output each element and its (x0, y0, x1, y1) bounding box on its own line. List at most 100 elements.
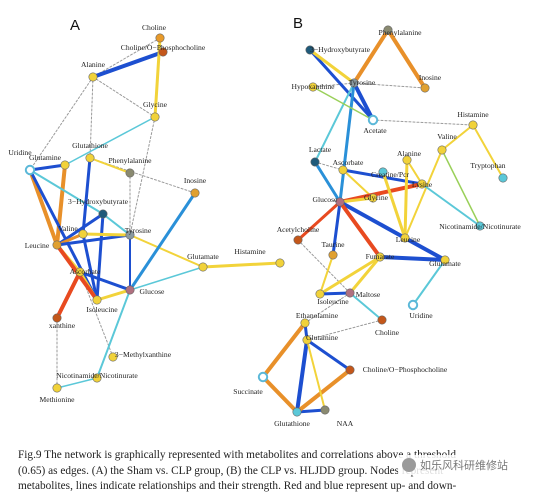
edge-glutamate-histamine (201, 261, 282, 269)
edge-valine-tyrosine (81, 232, 132, 237)
node-tyrosine (125, 230, 135, 240)
node-choline (155, 33, 165, 43)
node-label-nicotinamide: Nicotinamide/Nicotinurate (439, 222, 521, 231)
node-label-inosine: Inosine (419, 73, 442, 82)
panel-a-network: CholineCholine/O−PhosphocholineAlanineGl… (8, 23, 285, 404)
node-label-uridine: Uridine (8, 148, 32, 157)
node-leucine (52, 240, 62, 250)
edge-phenylalanine-tyrosine (352, 28, 390, 85)
node-glycine (150, 112, 160, 122)
edge-hydroxybutyrate-tyrosine (102, 213, 131, 236)
node-lactate (310, 157, 320, 167)
edge-glucose-glycine (338, 196, 375, 204)
caption-line-1: Fig.9 The network is graphically represe… (18, 449, 457, 461)
node-label-leucine: Leucine (25, 241, 50, 250)
node-label-choline: Choline (142, 23, 167, 32)
edge-valine-isoleucine (81, 232, 99, 302)
edge-histamine-tryptophan (472, 124, 504, 179)
edge-taurine-isoleucine (319, 254, 334, 295)
panel-a-label: A (70, 17, 80, 34)
edge-histamine-valine (441, 124, 474, 151)
node-methylxanthine (108, 352, 118, 362)
edge-valine-nicotinamide (441, 149, 481, 227)
panel-b-network: Phenylalanine3−HydroxybutyrateHypoxanthi… (233, 25, 521, 428)
edge-glutamine-uridine (28, 163, 67, 172)
node-valine (78, 229, 88, 239)
node-phenylalanine (383, 25, 393, 35)
node-leucine (400, 233, 410, 243)
edge-choline_op-alanine (91, 50, 165, 79)
edge-alanine-glutathione (89, 76, 94, 159)
edge-isoleucine-glucose (95, 288, 132, 302)
node-acetate (367, 114, 379, 126)
edge-hydroxybutyrate-leucine (55, 212, 105, 247)
node-tyrosine (349, 78, 359, 88)
edge-glutamine-naa (306, 339, 326, 411)
node-valine (437, 145, 447, 155)
node-label-lactate: Lactate (309, 145, 332, 154)
node-glutamine (302, 335, 312, 345)
edge-ascorbate-xanthine (55, 270, 82, 320)
node-label-glucose: Glucose (313, 195, 339, 204)
edge-uridine-hydroxybutyrate (29, 169, 104, 215)
edge-glycine-glutamine (64, 116, 156, 166)
node-label-naa: NAA (337, 419, 354, 428)
edge-acetylcholine-glucose (296, 200, 342, 242)
node-label-histamine: Histamine (234, 247, 266, 256)
edge-tyrosine-glucose (338, 81, 356, 204)
node-maltose (345, 288, 355, 298)
node-label-taurine: Taurine (321, 240, 345, 249)
caption-line-2: (0.65) as edges. (A) the Sham vs. CLP gr… (18, 464, 444, 477)
node-alanine (402, 155, 412, 165)
node-hydroxybutyrate (305, 45, 315, 55)
node-ascorbate (75, 267, 85, 277)
node-label-hypoxanthine: Hypoxanthine (291, 82, 335, 91)
node-label-fumarate: Fumarate (366, 252, 395, 261)
node-ascorbate (338, 165, 348, 175)
edge-tyrosine-glutamate (129, 234, 204, 268)
edge-glucose-leucine (338, 200, 407, 240)
network-figure: CholineCholine/O−PhosphocholineAlanineGl… (8, 15, 521, 428)
node-label-glutamate: Glutamate (187, 252, 219, 261)
edge-phenylalanine-inosine (386, 28, 427, 90)
edge-hydroxybutyrate-tyrosine (308, 48, 356, 85)
node-alanine (88, 72, 98, 82)
node-label-ascorbate: Ascorbate (70, 267, 101, 276)
node-label-phenylalanine: Phenylalanine (108, 156, 152, 165)
node-label-lysine: Lysine (412, 180, 433, 189)
nodes-group: Phenylalanine3−HydroxybutyrateHypoxanthi… (233, 25, 521, 428)
node-label-methylxanthine: 3−Methylxanthine (115, 350, 172, 359)
node-glucose (335, 197, 345, 207)
node-inosine (190, 188, 200, 198)
edge-ethanolamine-maltose (304, 292, 351, 324)
node-creatine (378, 167, 388, 177)
node-label-valine: Valine (58, 224, 78, 233)
node-histamine (468, 120, 478, 130)
edge-hypoxanthine-acetate (312, 86, 374, 121)
edge-hydroxybutyrate-acetate (308, 48, 375, 122)
figure-caption: Fig.9 The network is graphically represe… (18, 448, 526, 495)
node-label-methionine: Methionine (39, 395, 75, 404)
edge-lysine-nicotinamide (421, 183, 481, 227)
node-glucose (125, 285, 135, 295)
node-label-acetylcholine: Acetylcholine (277, 225, 320, 234)
node-label-acetate: Acetate (363, 126, 387, 135)
node-glutathione (85, 153, 95, 163)
node-label-valine: Valine (437, 132, 457, 141)
node-choline_op (345, 365, 355, 375)
edge-glucose-taurine (331, 200, 342, 257)
node-glutamine (60, 160, 70, 170)
edge-uridine-glutamate (412, 259, 446, 306)
edge-fumarate-glutamate (378, 255, 447, 262)
edge-glutathione-valine (81, 156, 92, 236)
node-hypoxanthine (308, 82, 318, 92)
node-label-glucose: Glucose (140, 287, 166, 296)
edge-hypoxanthine-tyrosine (312, 82, 355, 88)
edge-choline-glutamine (306, 319, 383, 341)
nodes-group: CholineCholine/O−PhosphocholineAlanineGl… (8, 23, 285, 404)
watermark-text: 如乐风科研维修站 (420, 459, 508, 472)
node-label-choline_op: Choline/O−Phosphocholine (121, 43, 206, 52)
edge-leucine-tyrosine (55, 233, 132, 247)
panel-b-label: B (293, 15, 303, 32)
edge-glutathione-phenylalanine (89, 157, 131, 174)
